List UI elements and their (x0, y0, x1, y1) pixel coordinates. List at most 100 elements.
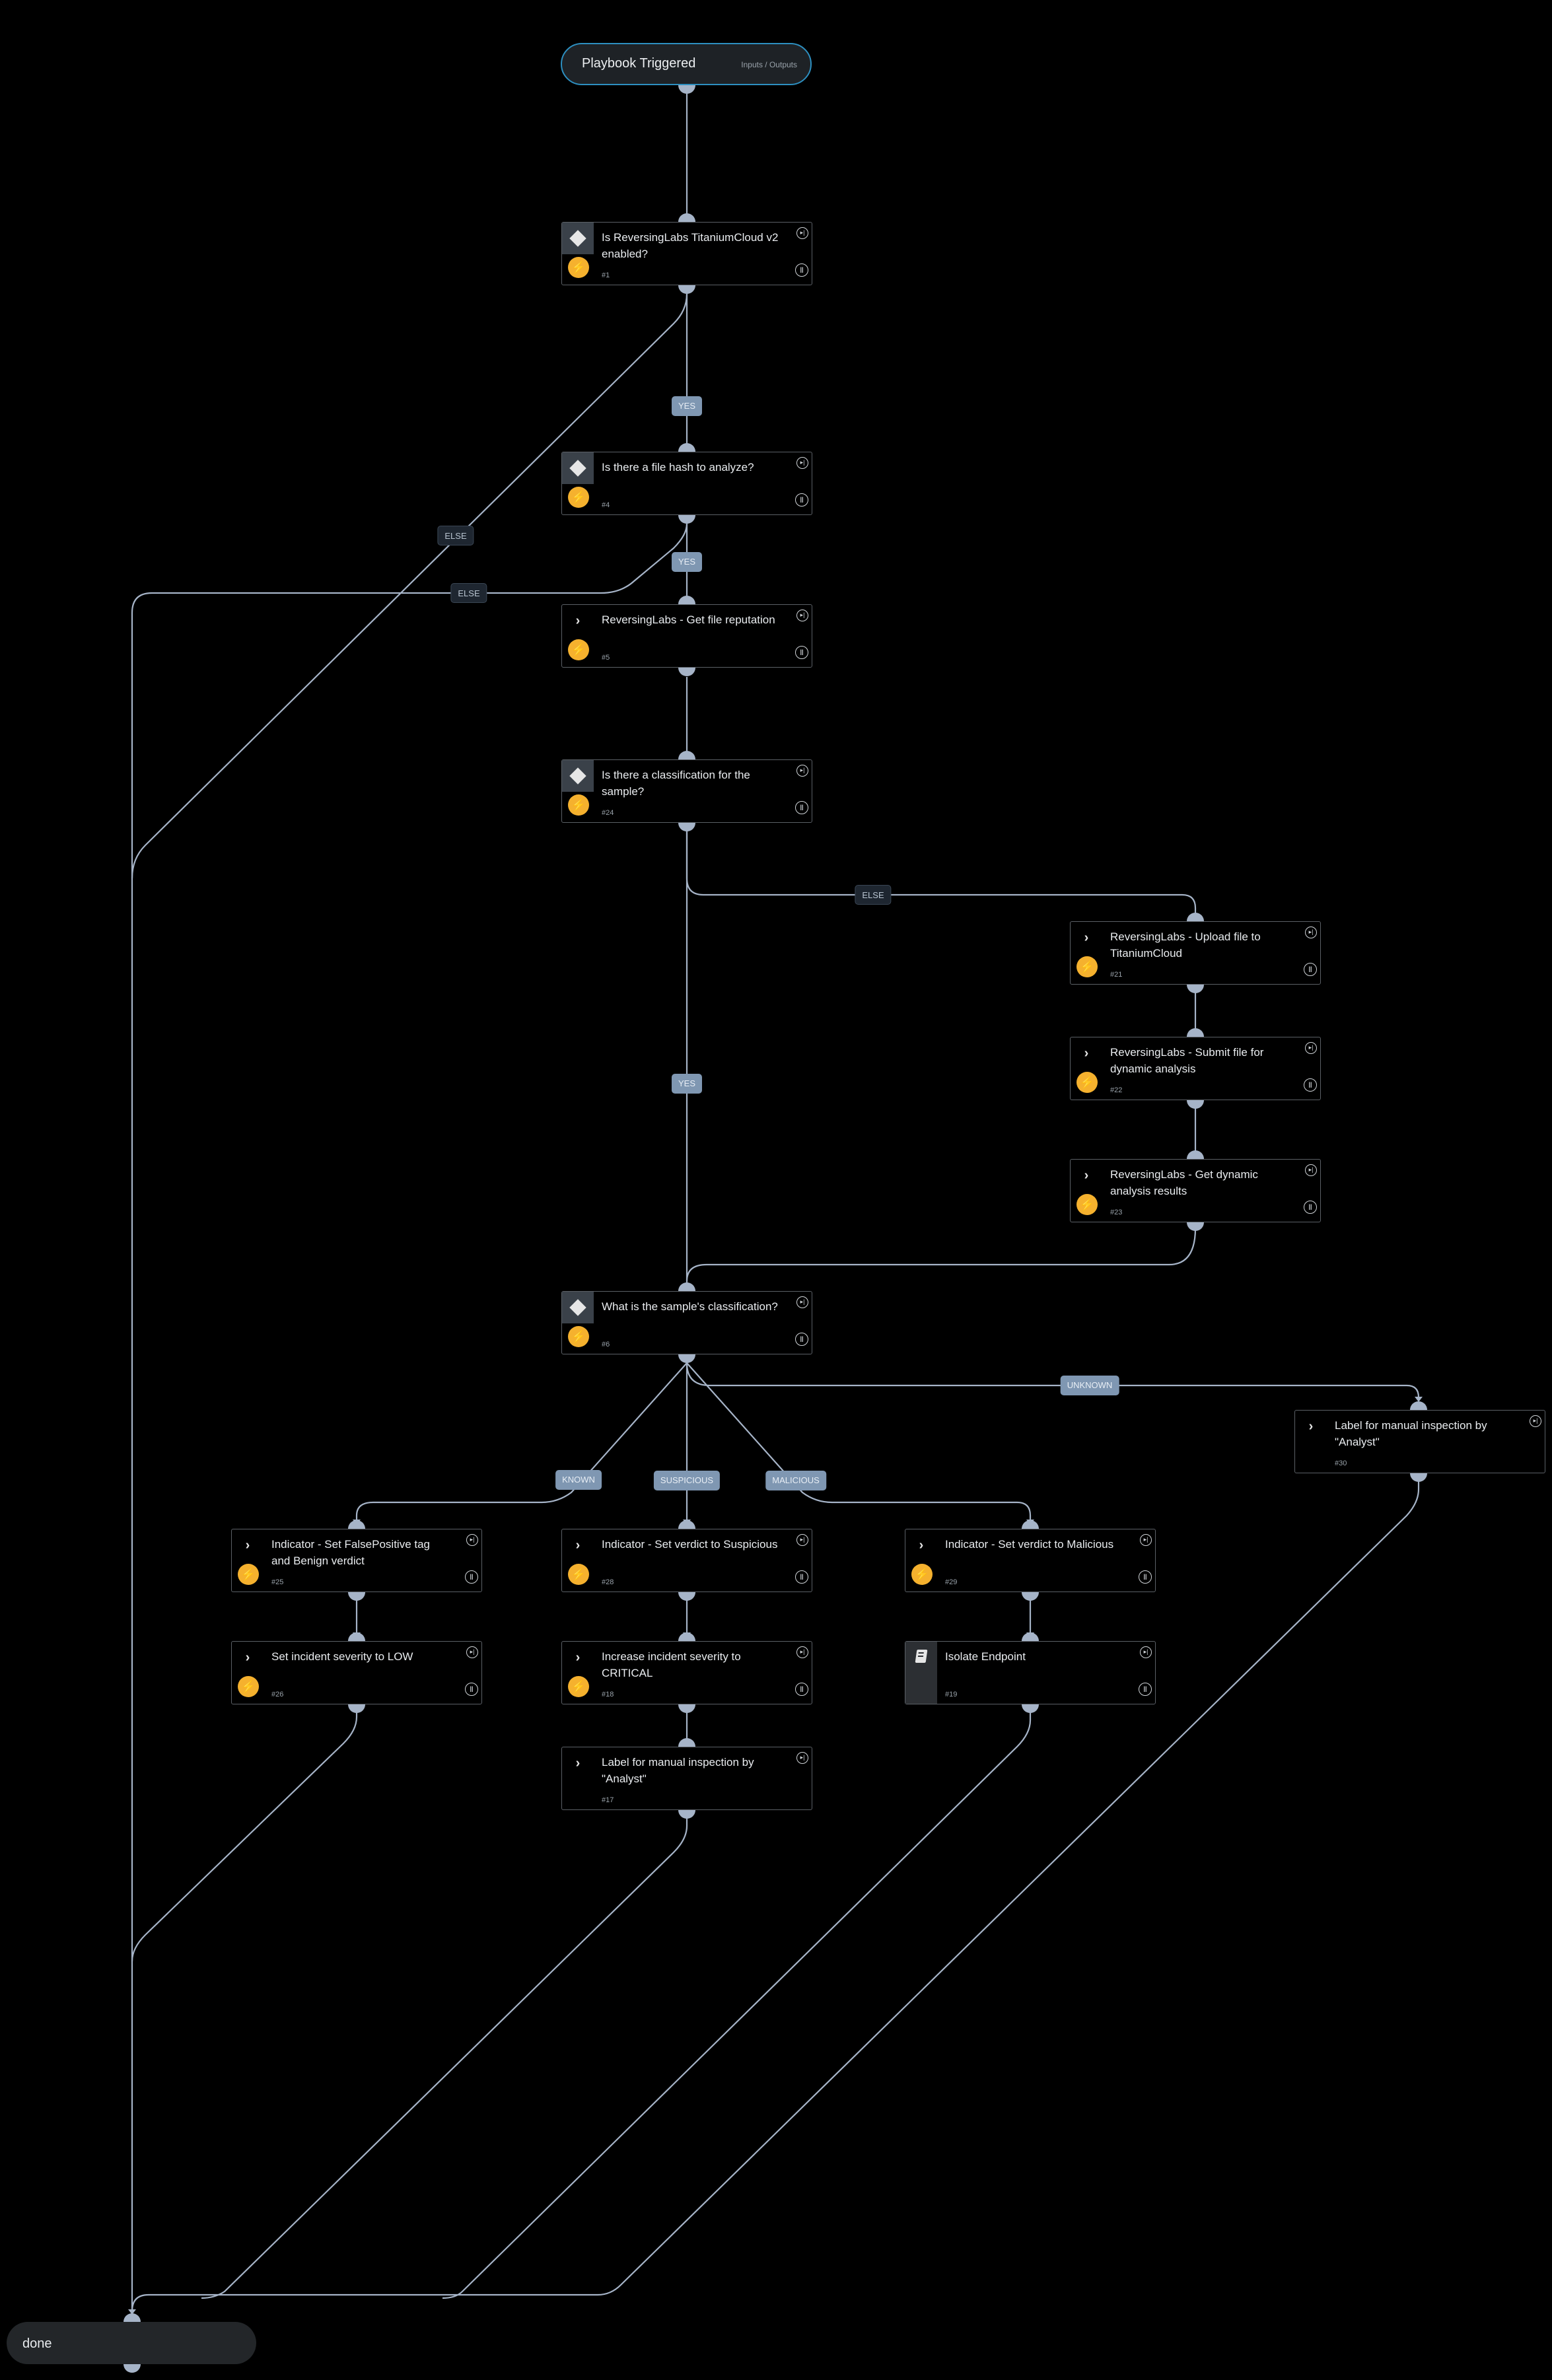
skip-icon[interactable]: ▸| (796, 1752, 808, 1764)
skip-icon[interactable]: ▸| (1305, 1042, 1317, 1054)
task-number: #26 (271, 1691, 284, 1698)
skip-icon[interactable]: ▸| (796, 1534, 808, 1546)
port-in[interactable] (678, 1632, 695, 1641)
task-node-25[interactable]: › ⚡ Indicator - Set FalsePositive tag an… (231, 1529, 482, 1592)
edge-t4-done (131, 523, 688, 2313)
task-node-19[interactable]: Isolate Endpoint #19 ▸| || (905, 1641, 1156, 1704)
pause-icon[interactable]: || (795, 1683, 808, 1696)
port-in[interactable] (678, 443, 695, 452)
condition-icon-box (562, 760, 594, 792)
port-out[interactable] (1187, 1100, 1204, 1109)
port-out[interactable] (1187, 1222, 1204, 1231)
port-out[interactable] (1410, 1473, 1427, 1482)
task-node-18[interactable]: › ⚡ Increase incident severity to CRITIC… (561, 1641, 812, 1704)
pause-icon[interactable]: || (1304, 1078, 1317, 1092)
task-node-30[interactable]: › Label for manual inspection by "Analys… (1294, 1410, 1545, 1473)
pause-icon[interactable]: || (1304, 963, 1317, 976)
skip-icon[interactable]: ▸| (796, 765, 808, 777)
task-icon-box: › (1071, 1160, 1102, 1191)
port-in[interactable] (1187, 1150, 1204, 1159)
pause-icon[interactable]: || (795, 1570, 808, 1584)
pause-icon[interactable]: || (1304, 1201, 1317, 1214)
port-in[interactable] (678, 213, 695, 222)
task-number: #4 (602, 501, 610, 509)
port-out[interactable] (678, 515, 695, 524)
task-node-5[interactable]: › ⚡ ReversingLabs - Get file reputation … (561, 604, 812, 668)
port-out[interactable] (678, 1704, 695, 1713)
edge-t6-t30 (686, 1362, 1420, 1400)
pause-icon[interactable]: || (465, 1683, 478, 1696)
port-out[interactable] (1022, 1592, 1039, 1601)
pause-icon[interactable]: || (795, 493, 808, 507)
task-node-28[interactable]: › ⚡ Indicator - Set verdict to Suspiciou… (561, 1529, 812, 1592)
skip-icon[interactable]: ▸| (466, 1646, 478, 1658)
port-out[interactable] (123, 2364, 141, 2373)
task-node-4[interactable]: ⚡ Is there a file hash to analyze? #4 ▸|… (561, 452, 812, 515)
port-out[interactable] (678, 1592, 695, 1601)
task-number: #25 (271, 1578, 284, 1586)
port-in[interactable] (1022, 1632, 1039, 1641)
branch-label-else: ELSE (450, 583, 487, 603)
port-in[interactable] (1187, 913, 1204, 921)
skip-icon[interactable]: ▸| (796, 610, 808, 621)
skip-icon[interactable]: ▸| (796, 227, 808, 239)
task-node-29[interactable]: › ⚡ Indicator - Set verdict to Malicious… (905, 1529, 1156, 1592)
pause-icon[interactable]: || (795, 646, 808, 659)
port-out[interactable] (678, 85, 695, 94)
skip-icon[interactable]: ▸| (796, 1296, 808, 1308)
port-in[interactable] (678, 596, 695, 604)
task-node-22[interactable]: › ⚡ ReversingLabs - Submit file for dyna… (1070, 1037, 1321, 1100)
playbook-triggered-node[interactable]: Playbook Triggered Inputs / Outputs (561, 43, 812, 85)
port-in[interactable] (348, 1632, 365, 1641)
port-in[interactable] (1187, 1028, 1204, 1037)
port-in[interactable] (678, 1738, 695, 1747)
pause-icon[interactable]: || (795, 801, 808, 814)
port-out[interactable] (348, 1592, 365, 1601)
skip-icon[interactable]: ▸| (1140, 1534, 1152, 1546)
chevron-right-icon: › (1084, 1046, 1089, 1061)
pause-icon[interactable]: || (795, 1333, 808, 1346)
pause-icon[interactable]: || (795, 263, 808, 277)
skip-icon[interactable]: ▸| (796, 457, 808, 469)
lightning-icon: ⚡ (568, 639, 589, 660)
port-out[interactable] (678, 668, 695, 676)
task-node-23[interactable]: › ⚡ ReversingLabs - Get dynamic analysis… (1070, 1159, 1321, 1222)
skip-icon[interactable]: ▸| (1305, 927, 1317, 938)
task-node-26[interactable]: › ⚡ Set incident severity to LOW #26 ▸| … (231, 1641, 482, 1704)
port-out[interactable] (678, 1354, 695, 1363)
condition-icon-box (562, 223, 594, 254)
skip-icon[interactable]: ▸| (1530, 1415, 1541, 1427)
playbook-icon-box (905, 1642, 937, 1704)
port-out[interactable] (678, 823, 695, 831)
port-in[interactable] (1410, 1401, 1427, 1410)
done-node[interactable]: done (7, 2322, 256, 2364)
inputs-outputs-link[interactable]: Inputs / Outputs (741, 60, 797, 69)
task-node-1[interactable]: ⚡ Is ReversingLabs TitaniumCloud v2 enab… (561, 222, 812, 285)
task-node-6[interactable]: ⚡ What is the sample's classification? #… (561, 1291, 812, 1354)
task-icon-box: › (232, 1642, 264, 1673)
port-in[interactable] (678, 1520, 695, 1529)
task-node-21[interactable]: › ⚡ ReversingLabs - Upload file to Titan… (1070, 921, 1321, 985)
skip-icon[interactable]: ▸| (1305, 1164, 1317, 1176)
branch-label-malicious: MALICIOUS (765, 1471, 826, 1490)
port-out[interactable] (1187, 985, 1204, 993)
port-in[interactable] (678, 1282, 695, 1291)
port-in[interactable] (123, 2313, 141, 2322)
pause-icon[interactable]: || (465, 1570, 478, 1584)
pause-icon[interactable]: || (1139, 1570, 1152, 1584)
task-node-17[interactable]: › Label for manual inspection by "Analys… (561, 1747, 812, 1810)
task-node-24[interactable]: ⚡ Is there a classification for the samp… (561, 759, 812, 823)
skip-icon[interactable]: ▸| (796, 1646, 808, 1658)
port-in[interactable] (348, 1520, 365, 1529)
port-out[interactable] (678, 285, 695, 294)
port-out[interactable] (678, 1810, 695, 1819)
port-in[interactable] (678, 751, 695, 759)
port-in[interactable] (1022, 1520, 1039, 1529)
skip-icon[interactable]: ▸| (466, 1534, 478, 1546)
pause-icon[interactable]: || (1139, 1683, 1152, 1696)
task-number: #28 (602, 1578, 614, 1586)
task-label: Is ReversingLabs TitaniumCloud v2 enable… (602, 231, 779, 260)
skip-icon[interactable]: ▸| (1140, 1646, 1152, 1658)
port-out[interactable] (1022, 1704, 1039, 1713)
port-out[interactable] (348, 1704, 365, 1713)
